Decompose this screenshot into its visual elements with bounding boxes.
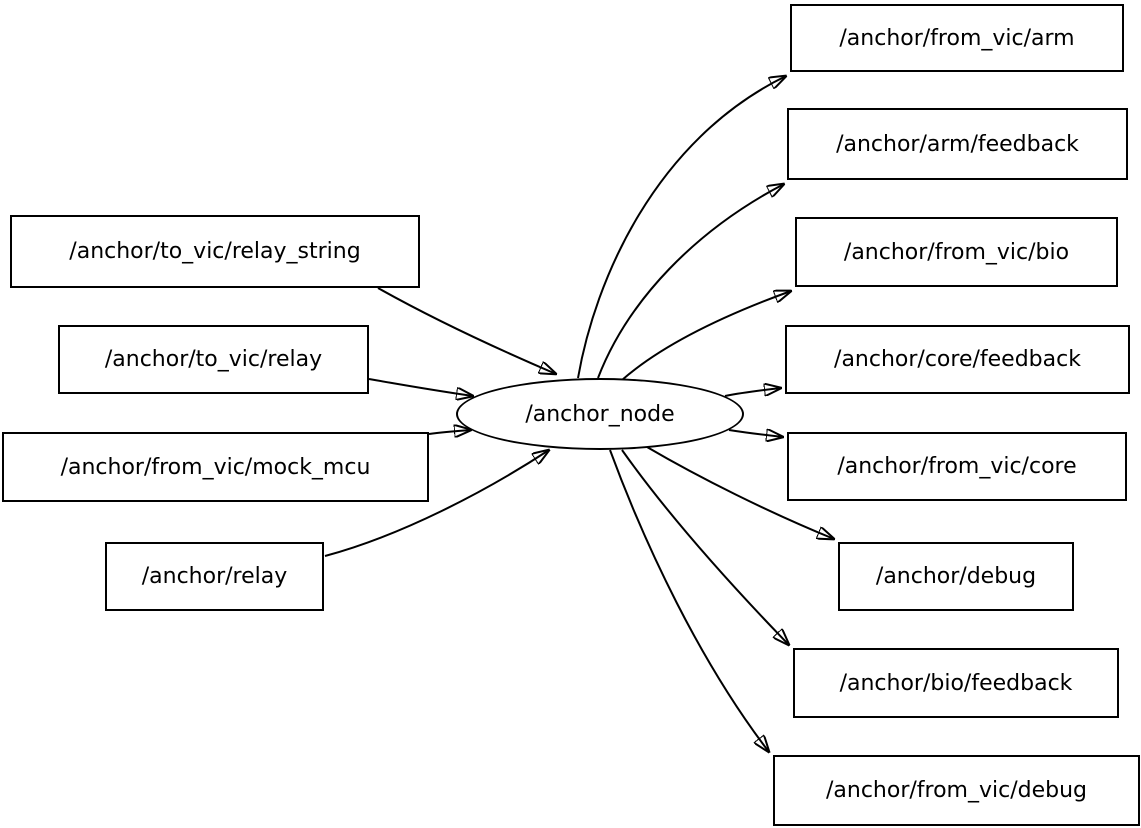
topic-anchor-relay: /anchor/relay (105, 542, 324, 611)
topic-anchor-from-vic-core: /anchor/from_vic/core (787, 432, 1127, 501)
topic-anchor-debug: /anchor/debug (838, 542, 1074, 611)
edge-anchor-node-to-bio-feedback (621, 449, 789, 645)
topic-anchor-arm-feedback: /anchor/arm/feedback (787, 108, 1128, 180)
topic-label: /anchor/relay (141, 564, 288, 589)
edge-to-vic-relay-string-to-anchor-node (377, 287, 556, 374)
topic-anchor-from-vic-arm: /anchor/from_vic/arm (790, 4, 1124, 72)
topic-label: /anchor/from_vic/debug (825, 778, 1087, 803)
edge-relay-to-anchor-node (324, 450, 549, 557)
edge-anchor-node-to-arm-feedback (597, 184, 784, 379)
topic-label: /anchor/to_vic/relay_string (69, 239, 361, 264)
edge-from-vic-mock-mcu-to-anchor-node (428, 430, 471, 434)
topic-label: /anchor/debug (875, 564, 1037, 589)
topic-anchor-from-vic-mock-mcu: /anchor/from_vic/mock_mcu (2, 432, 429, 502)
topic-label: /anchor/from_vic/core (837, 454, 1077, 479)
topic-label: /anchor/arm/feedback (836, 131, 1079, 157)
topic-anchor-core-feedback: /anchor/core/feedback (785, 325, 1130, 394)
topic-anchor-to-vic-relay-string: /anchor/to_vic/relay_string (10, 215, 420, 288)
edge-anchor-node-to-from-vic-arm (577, 76, 786, 379)
topic-label: /anchor/from_vic/bio (843, 239, 1070, 265)
edge-anchor-node-to-from-vic-debug (609, 449, 769, 752)
topic-anchor-to-vic-relay: /anchor/to_vic/relay (58, 325, 369, 394)
topic-anchor-bio-feedback: /anchor/bio/feedback (793, 648, 1119, 718)
topic-label: /anchor/from_vic/arm (839, 25, 1075, 51)
topic-anchor-from-vic-debug: /anchor/from_vic/debug (773, 755, 1140, 826)
edge-anchor-node-to-core-feedback (724, 388, 781, 397)
node-label: /anchor_node (525, 401, 675, 427)
topic-label: /anchor/bio/feedback (839, 670, 1073, 696)
topic-anchor-from-vic-bio: /anchor/from_vic/bio (795, 217, 1118, 287)
edge-anchor-node-to-debug (646, 446, 834, 539)
topic-label: /anchor/to_vic/relay (104, 347, 323, 372)
edge-to-vic-relay-to-anchor-node (368, 378, 473, 396)
edge-anchor-node-to-from-vic-bio (621, 291, 791, 381)
node-anchor-node: /anchor_node (456, 378, 744, 450)
edge-anchor-node-to-from-vic-core (728, 430, 783, 437)
topic-label: /anchor/core/feedback (834, 347, 1081, 372)
topic-label: /anchor/from_vic/mock_mcu (60, 454, 371, 480)
